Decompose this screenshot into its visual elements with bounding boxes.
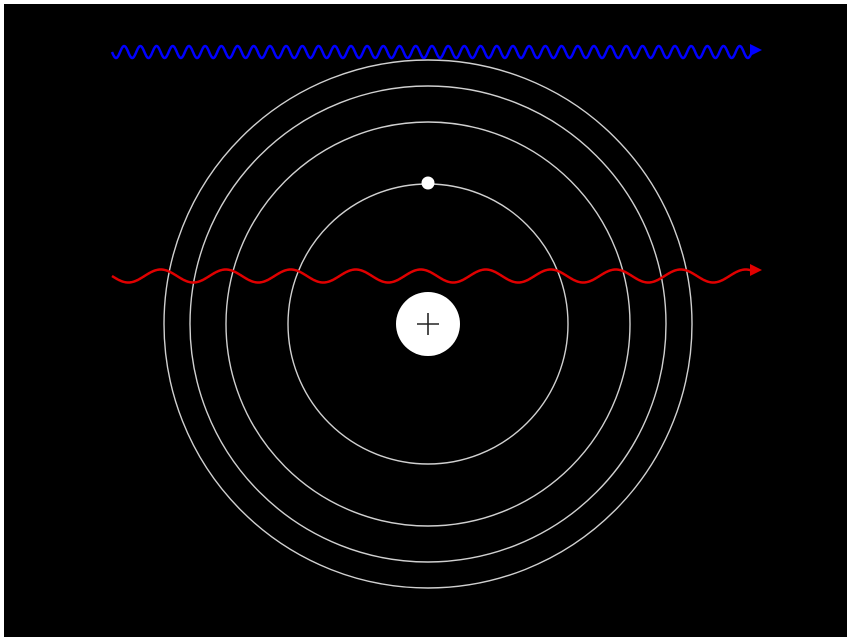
orbit-rings <box>163 59 693 589</box>
nucleus <box>396 292 460 356</box>
orbit-ring-3 <box>189 85 667 563</box>
blue-wave-arrowhead <box>750 44 762 56</box>
red-wave-arrowhead <box>750 264 762 276</box>
plus-icon <box>417 313 439 335</box>
orbit-ring-4 <box>163 59 693 589</box>
red-wave-line <box>111 268 753 284</box>
long-wavelength-wave <box>111 264 762 284</box>
blue-wave-line <box>110 44 754 60</box>
orbit-ring-2 <box>225 121 631 527</box>
short-wavelength-wave <box>110 44 762 60</box>
electron <box>421 176 435 190</box>
